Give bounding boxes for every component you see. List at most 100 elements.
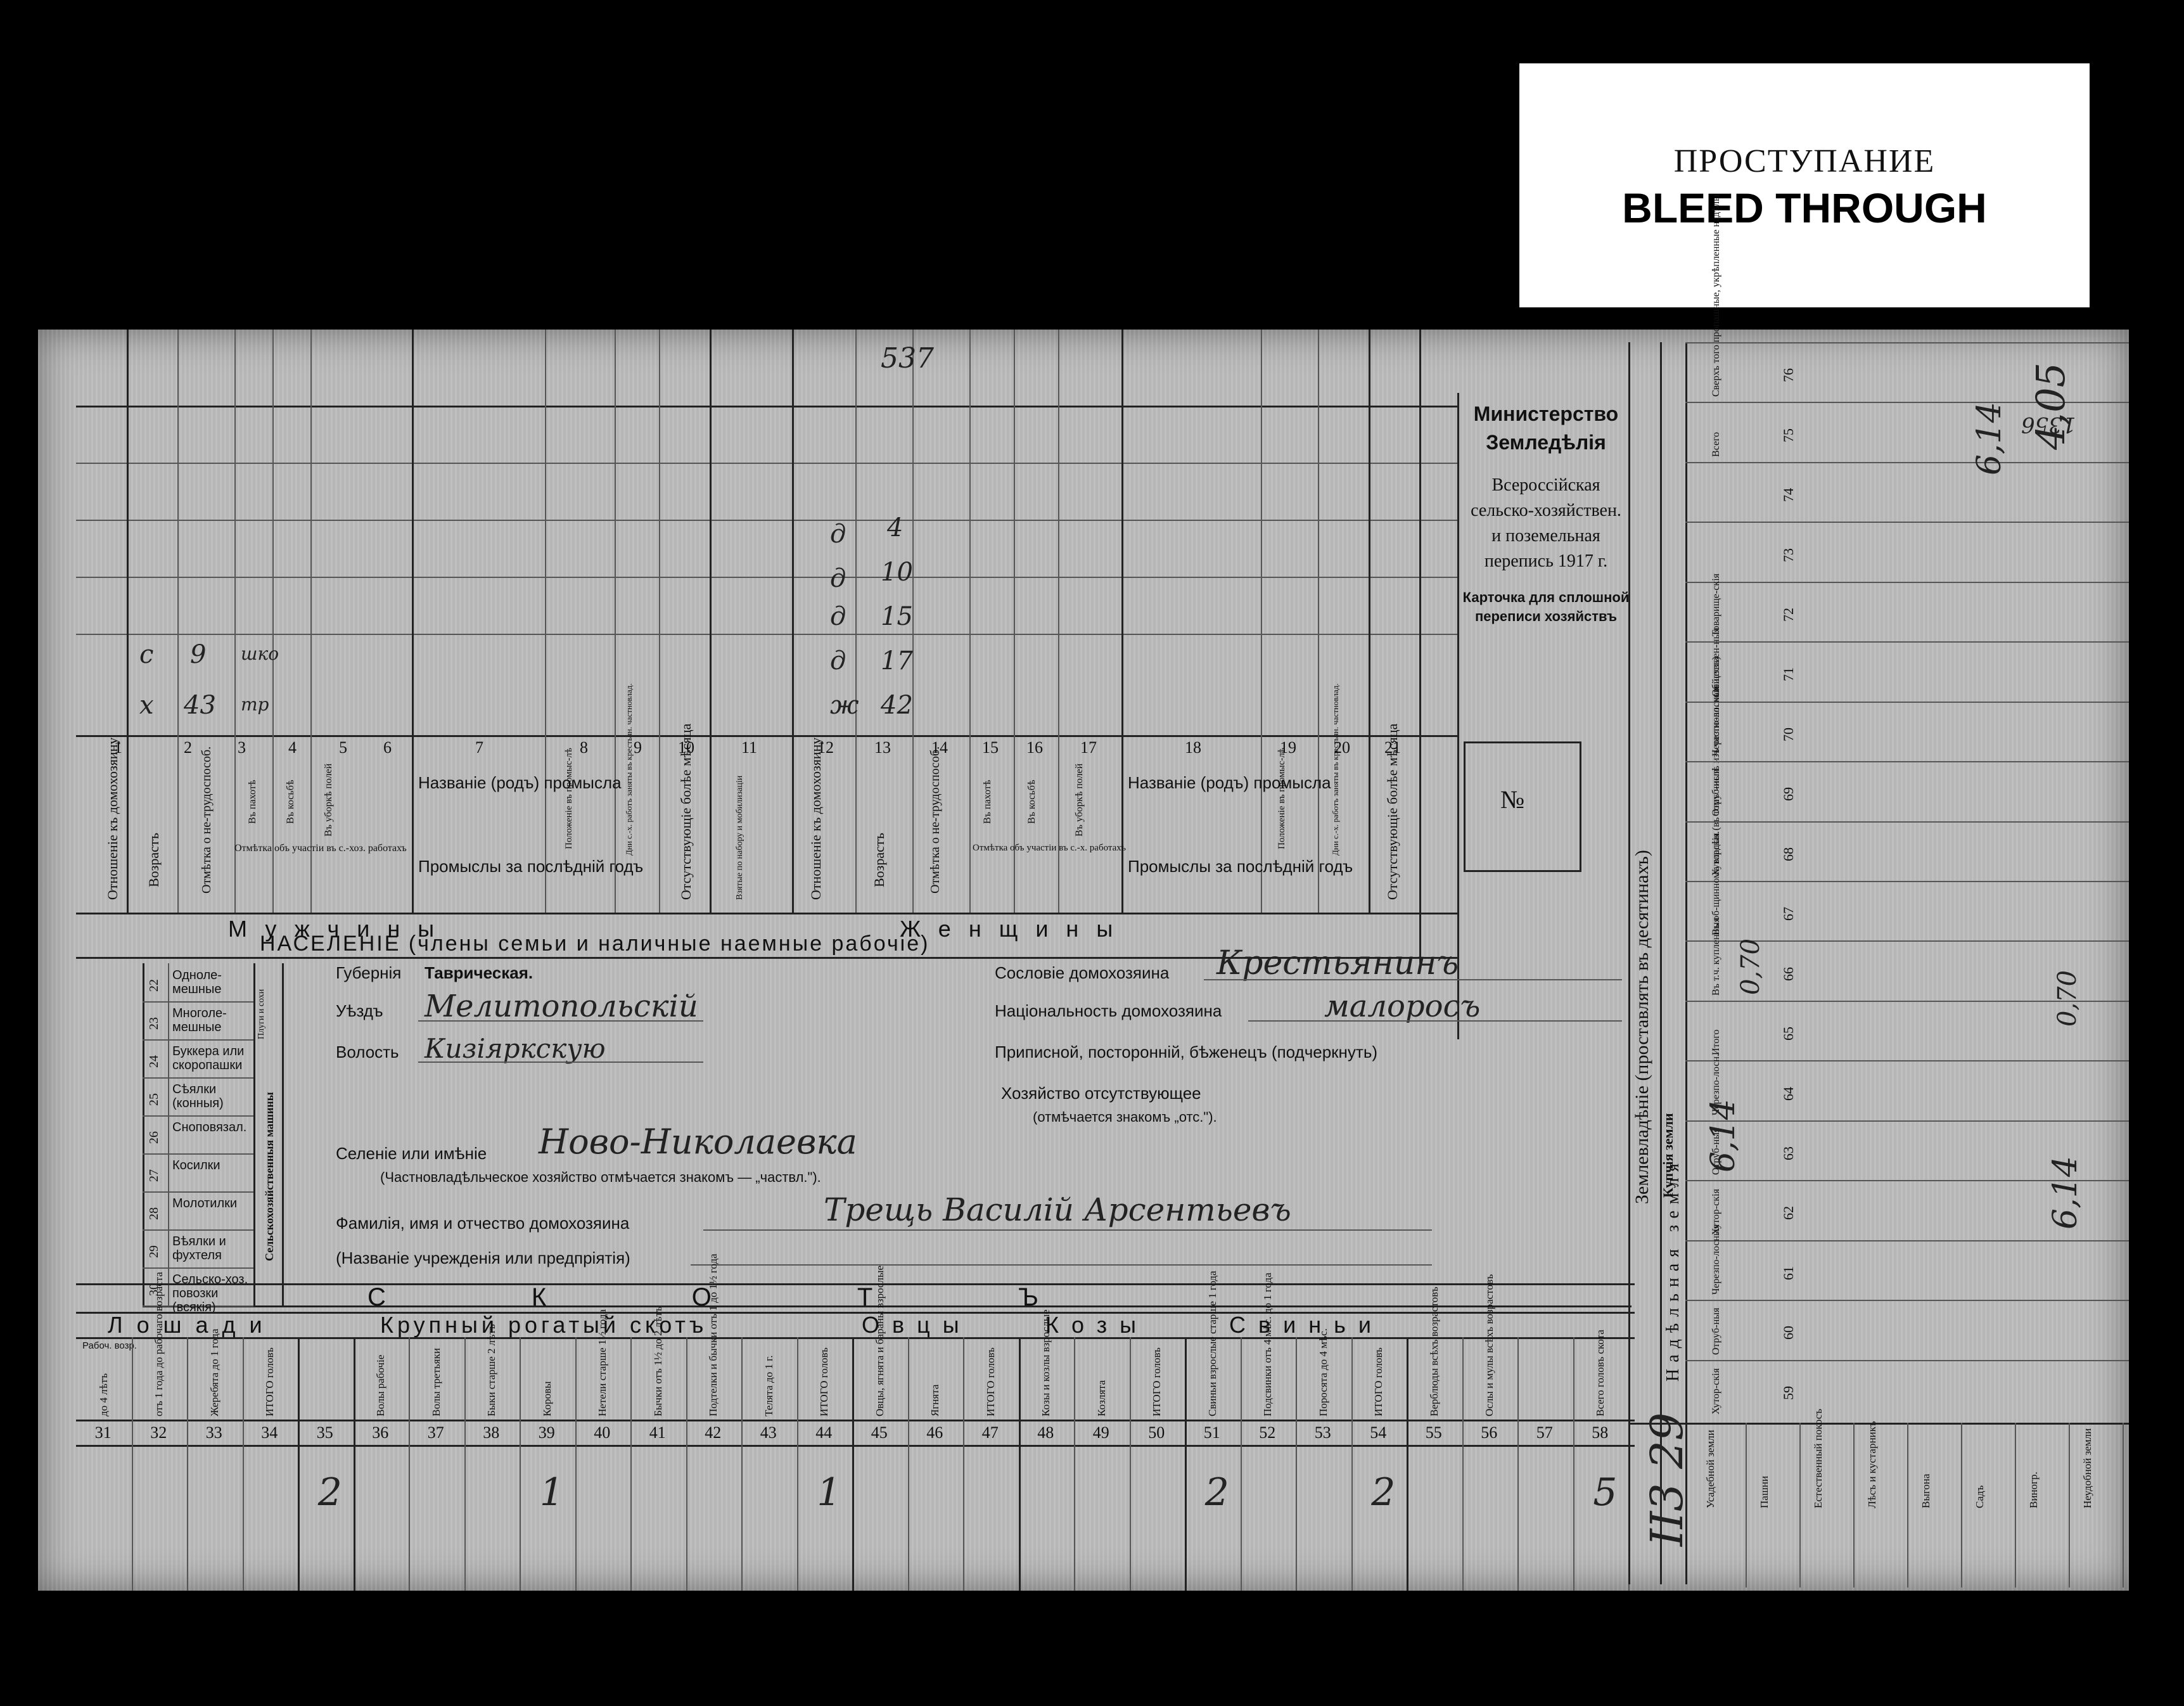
col-num-3: 3 bbox=[238, 738, 246, 757]
livestock-col-line bbox=[1517, 1337, 1519, 1591]
livestock-num-rule bbox=[76, 1420, 1635, 1421]
hw-women-age-3: 15 bbox=[881, 602, 913, 631]
livestock-col-line bbox=[1296, 1337, 1297, 1591]
col-num-5: 5 bbox=[339, 738, 347, 757]
livestock-col-num: 42 bbox=[705, 1423, 722, 1442]
land-col-label: Отруб-ныя bbox=[1711, 1307, 1721, 1355]
livestock-col-line bbox=[520, 1337, 521, 1591]
livestock-col-line bbox=[630, 1337, 632, 1591]
col-num-11: 11 bbox=[741, 738, 758, 757]
land-col-num: 68 bbox=[1780, 847, 1796, 861]
col-header-2: Возрастъ bbox=[146, 833, 162, 887]
livestock-col-label: Всего головъ скота bbox=[1594, 1330, 1607, 1416]
col-line bbox=[545, 330, 546, 913]
group-horses: Лошади bbox=[108, 1312, 276, 1338]
inventory-label: Многоле-мешные bbox=[172, 1006, 227, 1034]
land-title: Землевладѣніе (проставлять въ десятинахъ… bbox=[1632, 850, 1652, 1204]
livestock-col-label: Подтелки и бычки отъ 1 до 1½ года bbox=[707, 1254, 720, 1416]
col-line bbox=[1457, 393, 1459, 1039]
inv-line bbox=[253, 963, 255, 1305]
livestock-col-num: 47 bbox=[981, 1423, 999, 1442]
livestock-col-label: Телята до 1 г. bbox=[762, 1355, 775, 1416]
hw-women-rel-4: д bbox=[830, 646, 846, 676]
col-line bbox=[1419, 330, 1421, 963]
col-header-21: Отсутствующіе болѣе мѣсяца bbox=[1384, 723, 1400, 900]
col-line bbox=[659, 330, 660, 913]
number-box: № bbox=[1464, 741, 1581, 872]
col-num-21: 21 bbox=[1384, 738, 1401, 757]
land-col-num: 59 bbox=[1780, 1385, 1796, 1400]
hw-women-rel-5: ж bbox=[830, 691, 859, 720]
inventory-side: Плуги и сохи bbox=[257, 989, 266, 1039]
land-col-num: 70 bbox=[1780, 727, 1796, 741]
livestock-col-line bbox=[1351, 1337, 1353, 1591]
livestock-col-line bbox=[1462, 1337, 1464, 1591]
land-bottom-line bbox=[2015, 1423, 2016, 1587]
livestock-value: 1 bbox=[817, 1470, 841, 1515]
livestock-col-num: 35 bbox=[316, 1423, 333, 1442]
land-row-line bbox=[1685, 1240, 2129, 1241]
livestock-col-num: 46 bbox=[926, 1423, 943, 1442]
bleed-label-ru: ПРОСТУПАНИЕ bbox=[1673, 143, 1936, 179]
inv-line bbox=[282, 963, 284, 1305]
field-line bbox=[1248, 1020, 1622, 1022]
group-sheep: Овцы bbox=[862, 1312, 972, 1338]
land-col-label: Хутор-скія bbox=[1711, 1188, 1721, 1235]
land-row-line bbox=[1685, 522, 2129, 523]
land-bottom-line bbox=[1907, 1423, 1908, 1587]
livestock-col-label: Быки старше 2 лѣтъ bbox=[485, 1324, 498, 1416]
hw-men-note-1: шко bbox=[241, 643, 279, 664]
sub-work-women: Отмѣтка объ участіи въ с.-х. работахъ bbox=[973, 843, 1126, 853]
land-row-line bbox=[1685, 461, 2129, 463]
land-col-num: 69 bbox=[1780, 787, 1796, 802]
hw-women-rel-3: д bbox=[830, 602, 846, 631]
livestock-col-num: 53 bbox=[1314, 1423, 1331, 1442]
inventory-side2: Сельскохозяйственныя машины bbox=[263, 1092, 276, 1261]
land-col-label: Отруб-ныя bbox=[1711, 769, 1721, 816]
livestock-col-line bbox=[1407, 1337, 1408, 1591]
ministry-title: Министерство bbox=[1473, 402, 1619, 425]
absent-note: (отмѣчается знакомъ „отс."). bbox=[1033, 1109, 1217, 1125]
land-val-63: 6,14 bbox=[1704, 1099, 1742, 1172]
col-header-8: Положеніе въ промыс-лѣ bbox=[564, 748, 574, 849]
livestock-col-label: до 4 лѣтъ bbox=[97, 1373, 110, 1416]
livestock-col-num: 55 bbox=[1425, 1423, 1442, 1442]
soslovie-value: Крестьянинъ bbox=[1217, 944, 1459, 982]
group-pigs: Свиньи bbox=[1229, 1312, 1384, 1338]
sub-work-men: Отмѣтка объ участіи въ с.-хоз. работахъ bbox=[234, 843, 407, 854]
livestock-col-line bbox=[796, 1337, 798, 1591]
livestock-col-label: Ослы и мулы всѣхъ возрастовъ bbox=[1483, 1274, 1496, 1416]
col-num-6: 6 bbox=[383, 738, 392, 757]
land-bottom-line bbox=[1961, 1423, 1962, 1587]
inv-line bbox=[168, 963, 169, 1305]
livestock-value: 1 bbox=[539, 1470, 564, 1515]
livestock-col-num: 52 bbox=[1259, 1423, 1276, 1442]
col-line bbox=[912, 330, 914, 913]
land-row-line bbox=[1685, 1060, 2129, 1062]
inventory-row-line bbox=[143, 1001, 253, 1003]
livestock-col-num: 37 bbox=[427, 1423, 444, 1442]
soslovie-label: Сословіе домохозяина bbox=[995, 963, 1170, 982]
col-header-3: Отмѣтка о не-трудоспособ. bbox=[200, 746, 214, 894]
land-bottom-label: Лѣсъ и кустарникъ bbox=[1866, 1421, 1878, 1508]
col-num-12: 12 bbox=[817, 738, 834, 757]
livestock-col-line bbox=[852, 1337, 854, 1591]
nation-value: малоросъ bbox=[1324, 989, 1481, 1024]
livestock-col-num: 56 bbox=[1481, 1423, 1498, 1442]
livestock-col-line bbox=[1573, 1337, 1574, 1591]
col-header-1: Отношеніе къ домохозяину bbox=[105, 737, 120, 900]
land-col-num: 71 bbox=[1780, 667, 1796, 682]
col-header-9: Дни с.-х. работъ заняты въ крестьян. час… bbox=[624, 683, 634, 856]
hw-women-rel-1: д bbox=[830, 520, 846, 549]
selenie-label: Селеніе или имѣніе bbox=[336, 1144, 487, 1163]
livestock-col-num: 51 bbox=[1203, 1423, 1220, 1442]
population-title: НАСЕЛЕНІЕ (члены семьи и наличные наемны… bbox=[260, 932, 930, 956]
livestock-col-label: Коровы bbox=[540, 1381, 553, 1416]
livestock-col-label: отъ 1 года до рабочаго возраста bbox=[153, 1272, 165, 1416]
header-bottom-rule bbox=[76, 913, 1457, 914]
col-num-1: 1 bbox=[114, 738, 122, 757]
livestock-col-line bbox=[353, 1337, 355, 1591]
livestock-value: 2 bbox=[317, 1470, 342, 1515]
livestock-col-line bbox=[741, 1337, 743, 1591]
land-row-line bbox=[1685, 1000, 2129, 1002]
